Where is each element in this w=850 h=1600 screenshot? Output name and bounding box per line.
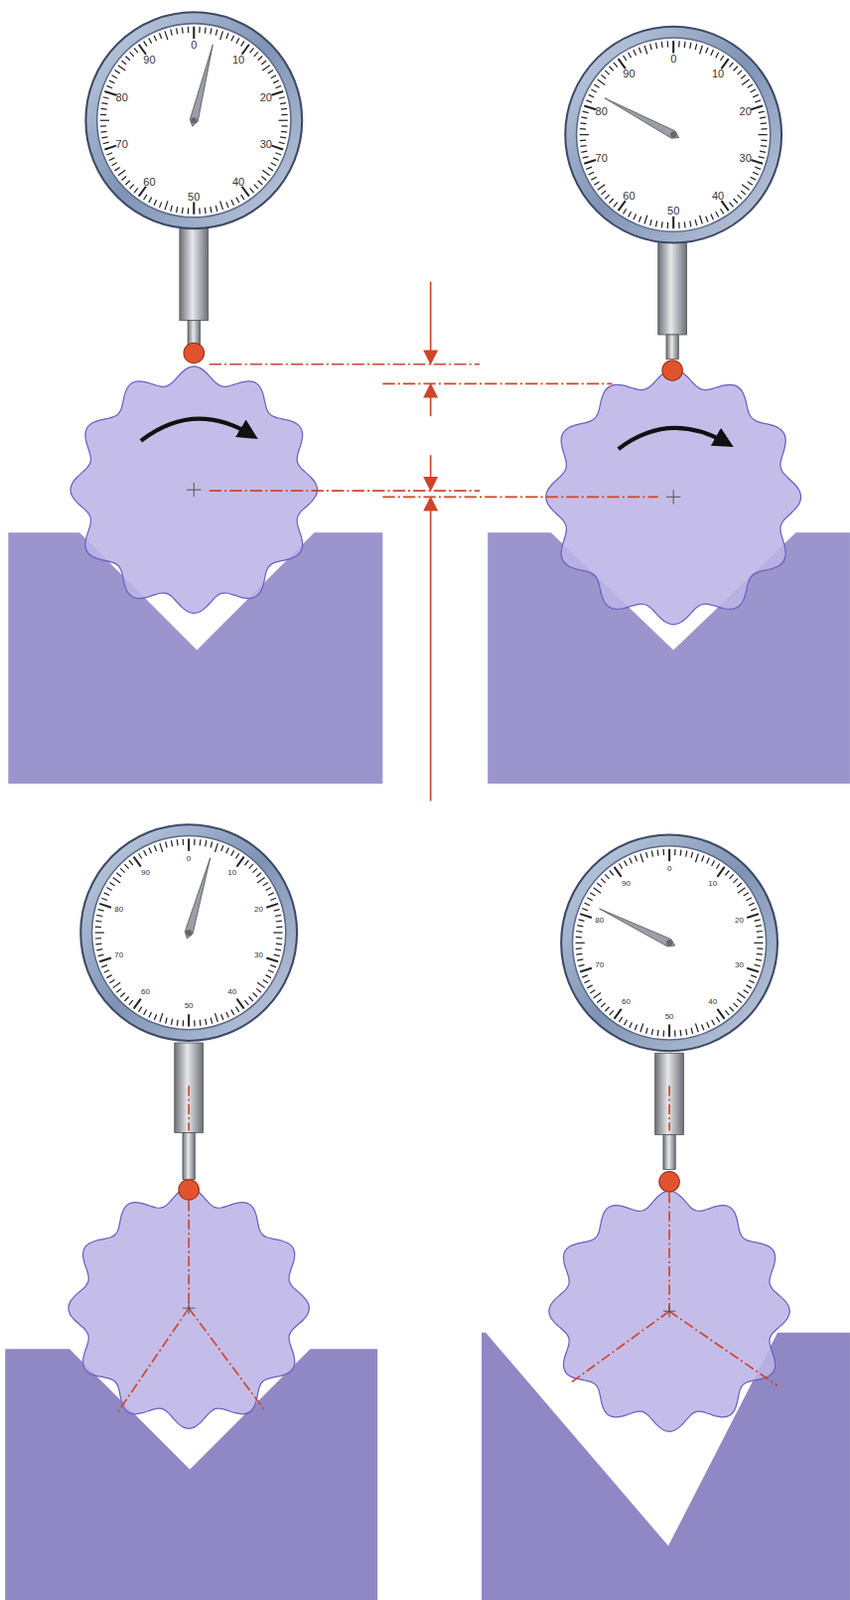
dimension-line [209,364,659,498]
contact-line [116,1085,778,1415]
dial-number: 50 [667,204,680,216]
dial-number: 50 [187,190,200,202]
dial-indicator [80,824,297,1041]
lobed-workpiece [546,369,802,625]
dial-number: 90 [622,67,635,79]
dial-number: 10 [708,879,717,888]
dial-indicator [565,26,782,244]
dial-number: 40 [711,190,724,202]
dial-number: 70 [594,961,604,970]
dial-number: 80 [116,91,129,103]
dial-number: 50 [184,1001,194,1010]
dial-number: 20 [260,91,273,103]
dial-number: 20 [739,106,752,118]
dial-number: 60 [621,997,631,1006]
dial-number: 50 [665,1012,675,1021]
dial-number: 30 [739,152,752,164]
dial-number: 30 [260,138,273,149]
dial-number: 20 [734,916,744,925]
dial-number: 40 [232,175,245,187]
dial-indicator [561,834,778,1051]
dial-indicator [85,11,302,229]
dial-number: 80 [114,905,124,914]
dial-number: 60 [142,175,155,187]
dial-number: 10 [232,53,245,65]
rotation-arrow [618,427,727,449]
dial-number: 40 [227,988,237,996]
dial-number: 90 [141,868,150,877]
dial-number: 10 [711,67,724,79]
rotation-arrow [141,419,252,441]
dial-number: 70 [595,152,608,164]
dimension-arrow [424,282,436,802]
lobed-workpiece [549,1190,790,1431]
dial-number: 60 [622,190,635,202]
dial-number: 0 [190,39,197,51]
dial-number: 60 [141,988,150,996]
indicator-stem [174,226,688,1200]
dial-number: 20 [254,905,264,914]
dial-number: 0 [670,53,677,65]
dial-number: 80 [595,106,608,118]
dial-number: 0 [186,854,191,863]
dial-number: 70 [116,138,129,149]
lobed-workpiece [70,366,318,614]
dial-number: 70 [114,951,124,960]
dial-number: 90 [142,53,155,65]
dial-number: 80 [594,916,604,925]
dial-number: 40 [708,997,717,1006]
dial-number: 10 [227,868,237,877]
dial-number: 30 [734,961,744,970]
lobed-workpiece [68,1187,309,1428]
dial-number: 30 [254,951,264,960]
dial-number: 90 [621,879,631,888]
dial-number: 0 [667,864,672,873]
